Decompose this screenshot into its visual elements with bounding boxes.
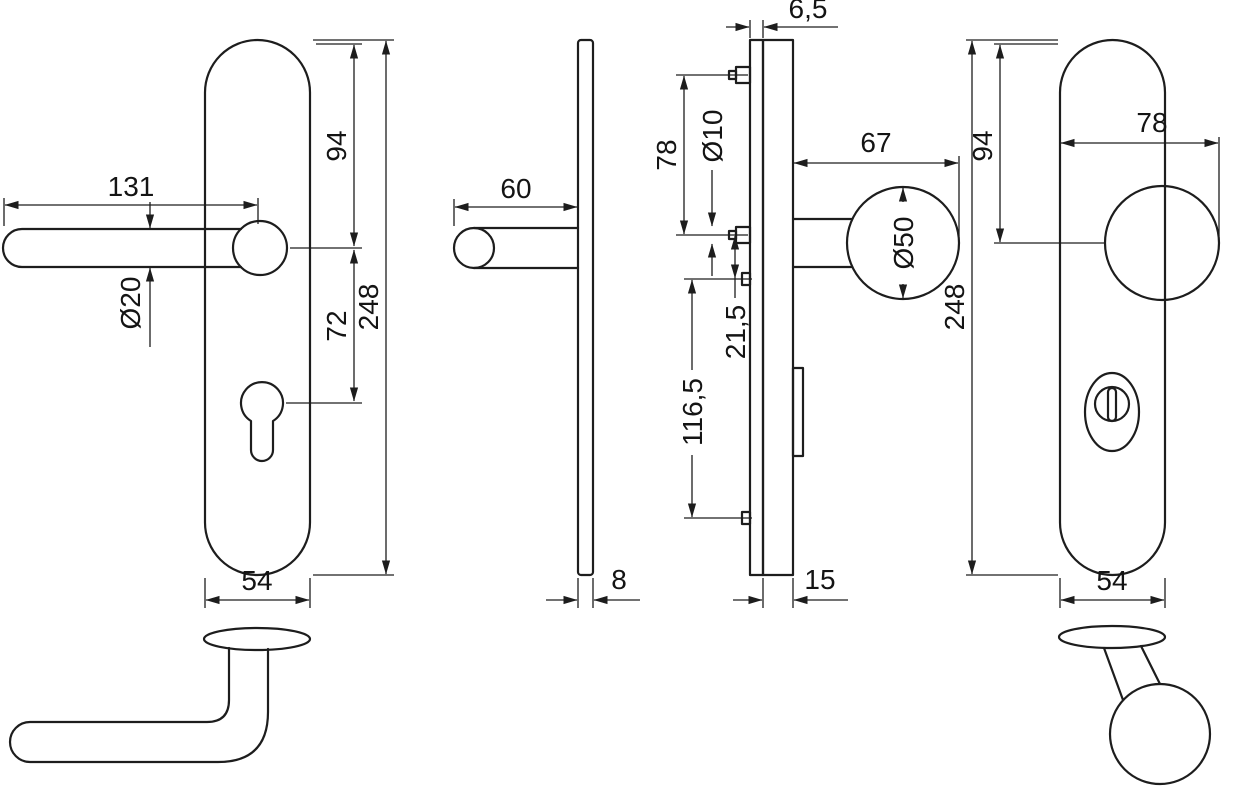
dim-screw-diameter: Ø10 [697,110,728,276]
cylinder-face [1093,385,1131,423]
dim-top-to-lever: 94 [290,43,362,249]
dim-label-lever-diameter: Ø20 [115,277,146,330]
knob-front-view [1103,184,1221,302]
dim-plate-height-right: 248 [939,39,1058,576]
knob-side-view [845,185,961,301]
dim-label-plate-thickness-8: 8 [611,564,627,595]
view-bottom-knob [1057,624,1212,786]
dim-label-lever-length: 131 [108,171,155,202]
dim-label-lever-projection: 60 [500,173,531,204]
dim-label-layer-thickness: 6,5 [789,0,828,24]
knob-plate-section [761,38,795,577]
security-escutcheon [1083,371,1141,453]
lever-handle [1,227,243,269]
dim-label-plate-height-left: 248 [353,284,384,331]
dim-lever-projection: 60 [453,173,578,226]
rosette-bottom-lever [202,626,312,652]
dim-label-top-to-lever: 94 [321,130,352,161]
dim-knob-projection: 67 [793,127,960,236]
escutcheon-section [791,366,805,458]
dim-label-overall-width: 78 [1136,107,1167,138]
cylinder-slot [1106,386,1118,423]
dim-pin-spacing: 116,5 [677,279,752,519]
view-section: 6,5 78 Ø10 21,5 116,5 [651,0,961,608]
dim-plate-width-right: 54 [1059,565,1166,608]
dim-lever-length: 131 [3,171,259,226]
backplate-side-outline [576,38,595,577]
knob-bottom-view [1108,682,1212,786]
dim-pin-offset: 21,5 [684,235,752,360]
dim-label-screw-diameter: Ø10 [697,110,728,163]
dim-label-pin-offset: 21,5 [720,305,751,360]
dim-label-plate-width-right: 54 [1096,565,1127,596]
view-front-lever: 131 Ø20 94 72 248 54 [1,38,394,608]
view-bottom-lever [8,626,312,764]
dim-knob-diameter: Ø50 [888,187,919,299]
dim-knob-plate-thickness: 15 [733,564,848,608]
dim-lever-to-cylinder: 72 [286,249,362,404]
dim-label-knob-projection: 67 [860,127,891,158]
dim-plate-height-left: 248 [313,39,394,576]
dim-label-plate-height-right: 248 [939,284,970,331]
dim-screw-spacing: 78 [651,74,748,236]
view-front-knob: 94 248 78 54 [939,38,1221,608]
backplate-outline [203,38,312,577]
dim-label-knob-plate-thickness: 15 [804,564,835,595]
backplate-outline-knob [1058,38,1167,577]
lever-bottom-view [8,646,270,764]
view-side-lever: 60 8 [452,38,640,608]
dim-label-screw-spacing: 78 [651,139,682,170]
rosette-bottom-knob [1057,624,1167,650]
knob-neck-right [1139,644,1162,686]
dim-label-plate-width-left: 54 [241,565,272,596]
underplate-section [748,38,765,577]
dim-plate-width-left: 54 [204,565,311,608]
dim-plate-thickness-8: 8 [546,564,640,608]
lever-rosette [231,219,289,277]
dim-overall-width: 78 [1060,107,1220,236]
dim-label-knob-diameter: Ø50 [888,217,919,270]
dim-lever-diameter: Ø20 [115,202,155,347]
dim-layer-thickness: 6,5 [726,0,838,38]
euro-cylinder-keyhole [239,381,285,463]
dim-label-lever-to-cylinder: 72 [321,310,352,341]
lever-grip-end [452,226,496,270]
knob-neck-left [1102,646,1125,702]
dim-label-pin-spacing: 116,5 [677,378,708,446]
